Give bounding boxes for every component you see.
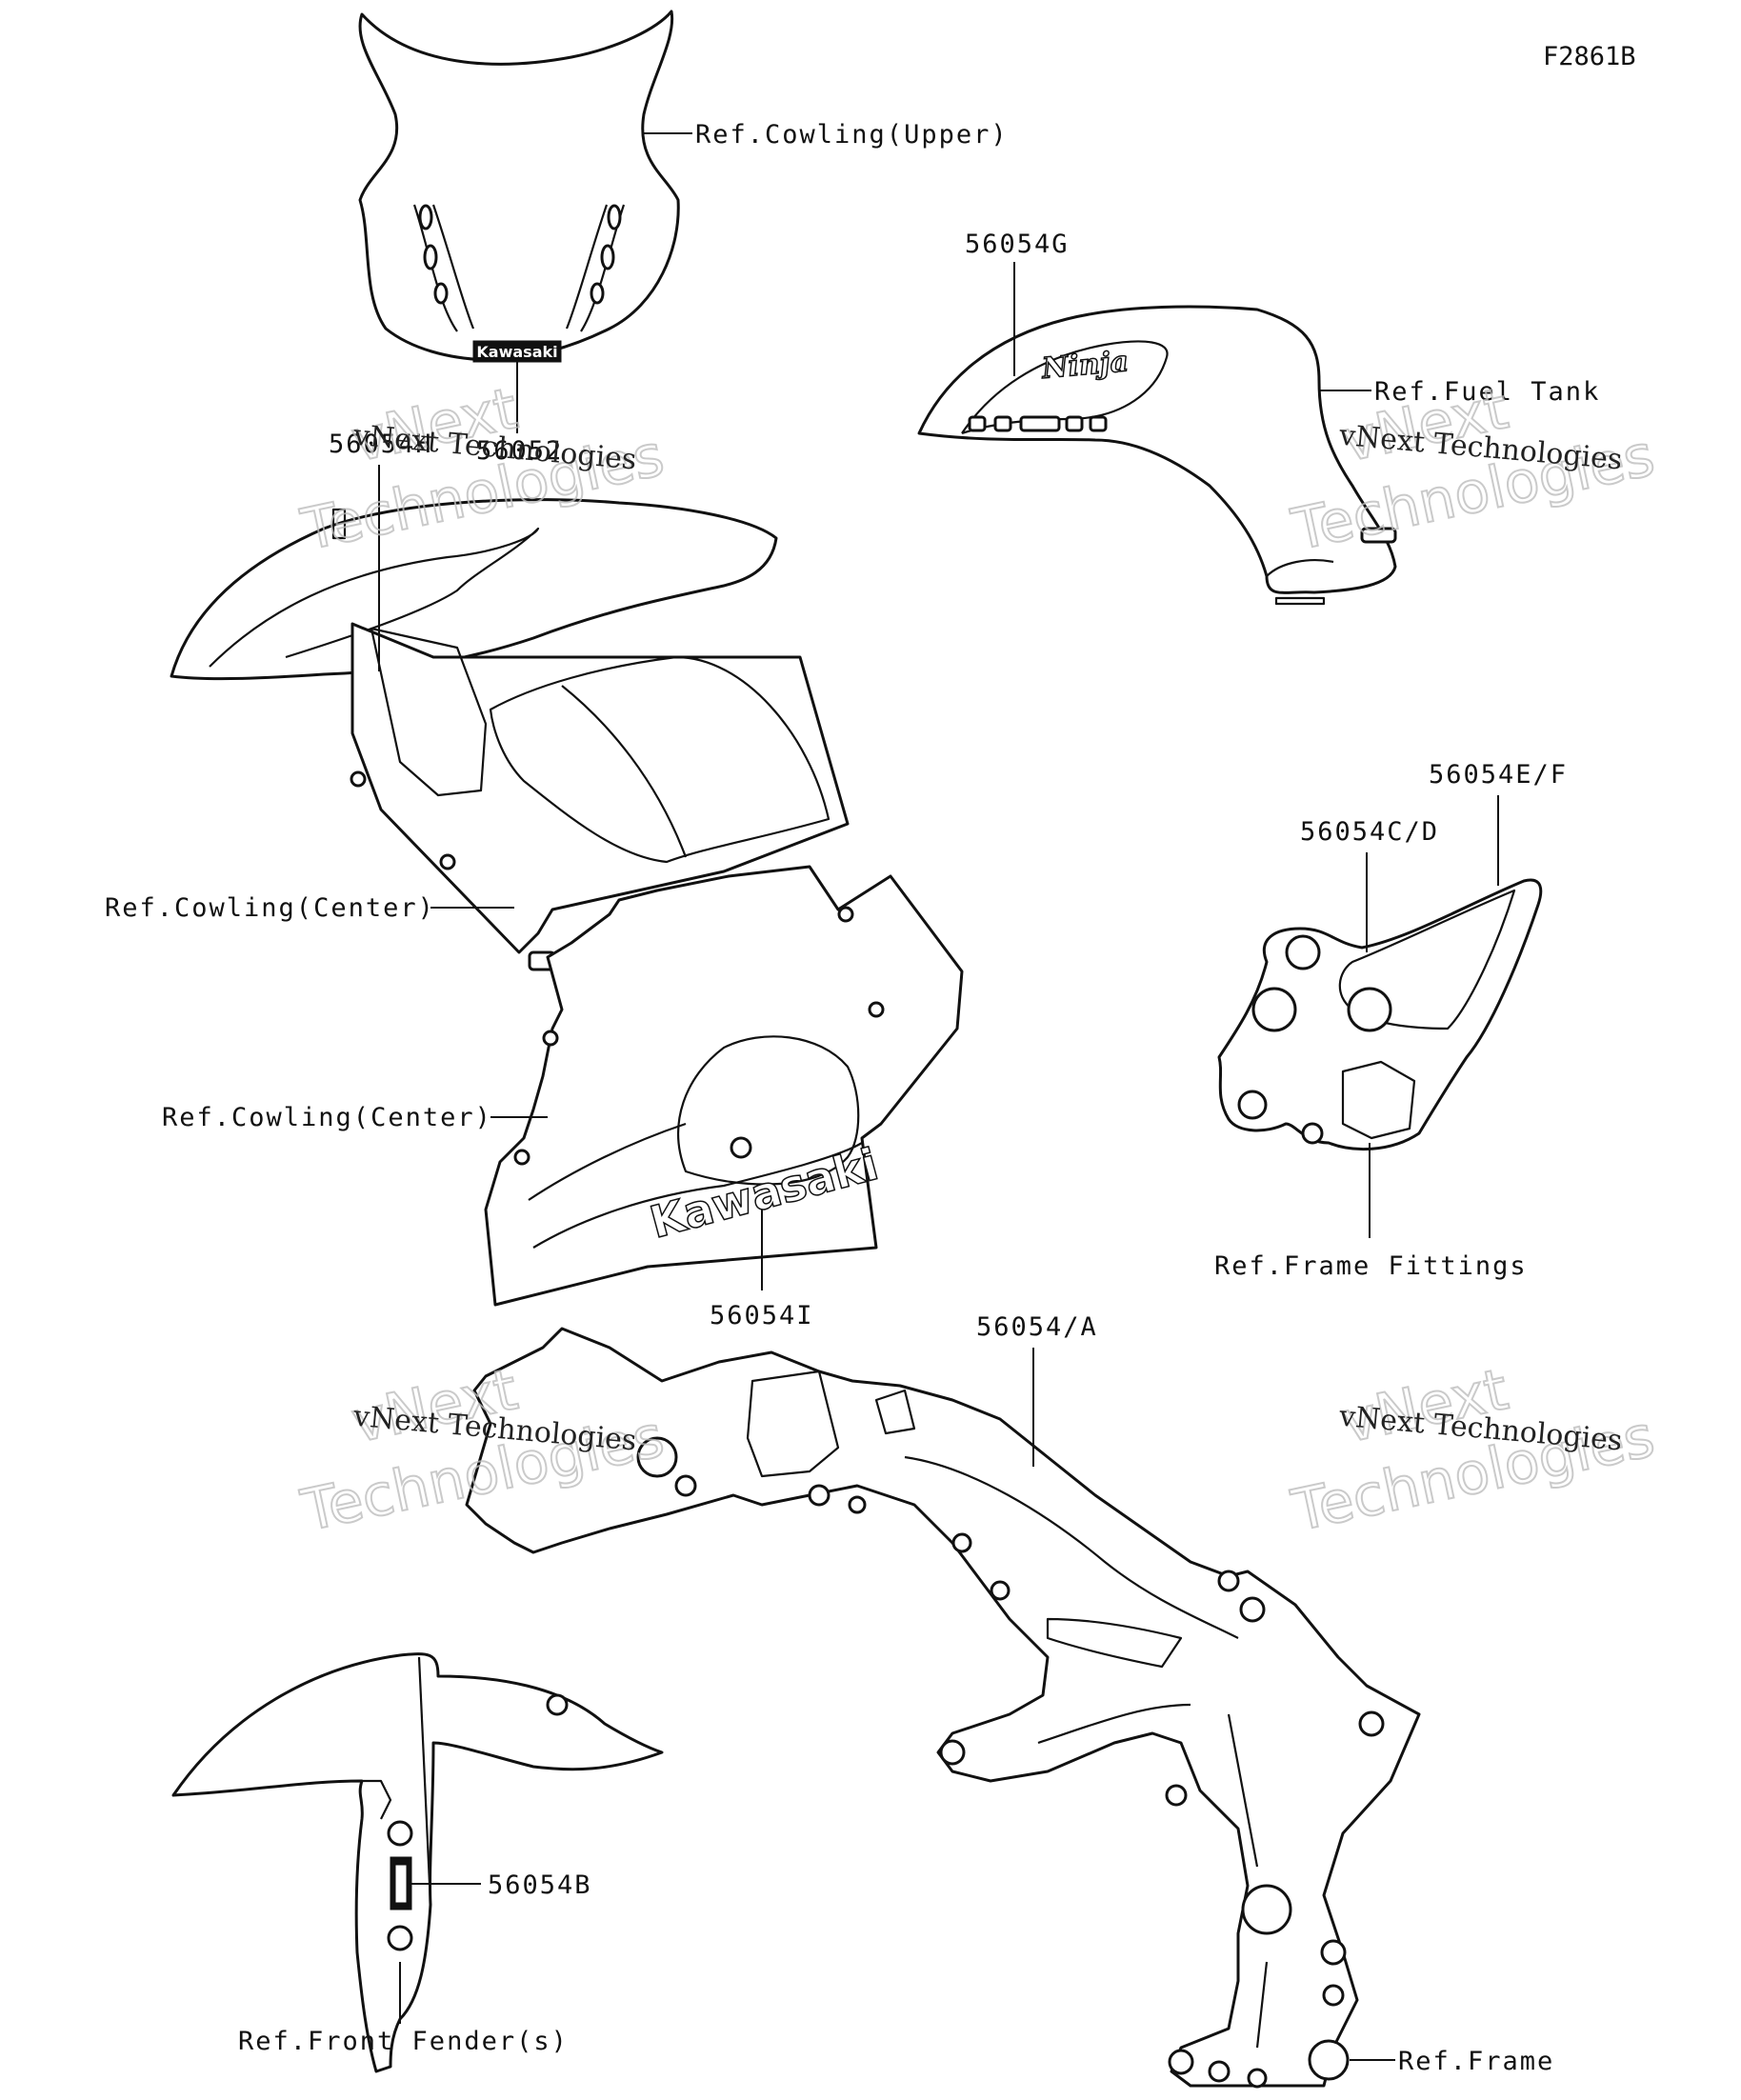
center-cowling-lower: Kawasaki	[484, 865, 964, 1307]
callout-ref-cowling-upper: Ref.Cowling(Upper)	[695, 120, 1009, 150]
frame-fitting-bracket	[1217, 878, 1543, 1150]
callout-ref-cowling-center-1: Ref.Cowling(Center)	[105, 893, 435, 923]
center-cowling-upper	[170, 498, 850, 971]
callout-ref-frame-fittings: Ref.Frame Fittings	[1214, 1251, 1528, 1281]
main-frame	[465, 1327, 1421, 2089]
figure-code: F2861B	[1543, 42, 1636, 71]
callout-56054b: 56054B	[488, 1870, 592, 1900]
callout-ref-cowling-center-2: Ref.Cowling(Center)	[162, 1103, 492, 1132]
callout-56054ef: 56054E/F	[1429, 760, 1568, 790]
callout-56052: 56052	[476, 436, 563, 466]
callout-56054h: 56054H	[329, 430, 433, 459]
callout-ref-fuel-tank: Ref.Fuel Tank	[1374, 377, 1600, 407]
callout-56054a: 56054/A	[976, 1312, 1098, 1342]
callout-56054cd: 56054C/D	[1300, 817, 1439, 847]
upper-cowling: Kawasaki	[358, 10, 680, 363]
front-fender	[171, 1652, 664, 2073]
fuel-tank: Ninja	[917, 305, 1397, 606]
callout-ref-front-fender: Ref.Front Fender(s)	[238, 2027, 569, 2056]
callout-56054g: 56054G	[965, 230, 1070, 259]
callout-ref-frame: Ref.Frame	[1398, 2047, 1554, 2076]
upper-logo-text: Kawasaki	[476, 343, 557, 361]
callout-56054i: 56054I	[710, 1301, 814, 1330]
watermark-4: vNext Technologies	[1285, 1355, 1661, 1546]
